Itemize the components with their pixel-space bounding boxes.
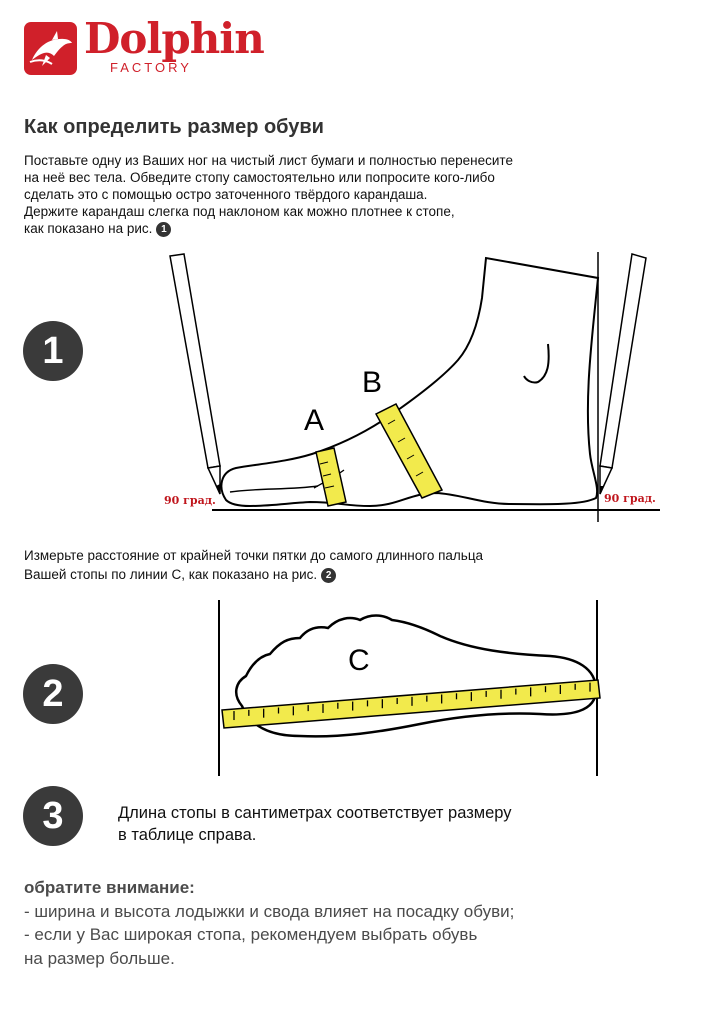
brand-name: Dolphin: [84, 14, 265, 63]
step-1-badge: 1: [23, 321, 83, 381]
step-3-line: в таблице справа.: [118, 826, 257, 844]
figure-ref-badge: 2: [321, 567, 337, 583]
intro-line: Поставьте одну из Ваших ног на чистый ли…: [24, 153, 513, 168]
figure-ref-badge: 1: [156, 221, 172, 237]
pencil-left: [169, 253, 221, 495]
step-2-text: Измерьте расстояние от крайней точки пят…: [24, 546, 624, 584]
step-2-line: Вашей стопы по линии С, как показано на …: [24, 565, 624, 584]
intro-text: Поставьте одну из Ваших ног на чистый ли…: [24, 152, 584, 237]
intro-line: на неё вес тела. Обведите стопу самостоя…: [24, 170, 495, 185]
brand-subtitle: FACTORY: [110, 60, 192, 75]
foot-top-figure: C: [218, 600, 601, 776]
angle-label-left: 90 град.: [164, 494, 216, 507]
step-2-badge: 2: [23, 664, 83, 724]
pencil-right: [599, 253, 647, 495]
dolphin-icon: [24, 22, 77, 75]
angle-label-right: 90 град.: [604, 492, 656, 505]
note-line: - ширина и высота лодыжки и свода влияет…: [24, 901, 515, 921]
intro-line: Держите карандаш слегка под наклоном как…: [24, 204, 455, 219]
note-block: обратите внимание: - ширина и высота лод…: [24, 876, 514, 970]
step-3-text: Длина стопы в сантиметрах соответствует …: [118, 802, 512, 846]
label-a: A: [304, 404, 324, 437]
note-heading: обратите внимание:: [24, 878, 195, 897]
page-title: Как определить размер обуви: [24, 116, 324, 138]
note-line: на размер больше.: [24, 948, 175, 968]
step-2-line: Измерьте расстояние от крайней точки пят…: [24, 548, 484, 563]
tape-b: [374, 403, 444, 499]
intro-line: сделать это с помощью остро заточенного …: [24, 187, 428, 202]
ankle-mark: [523, 343, 550, 384]
brand-logo: Dolphin FACTORY: [24, 14, 324, 82]
intro-line: как показано на рис.1: [24, 220, 584, 237]
tape-a: [315, 447, 347, 507]
label-b: B: [362, 366, 382, 399]
note-line: - если у Вас широкая стопа, рекомендуем …: [24, 925, 478, 944]
label-c: C: [348, 644, 370, 677]
step-3-badge: 3: [23, 786, 83, 846]
tape-c: [221, 679, 601, 729]
step-3-line: Длина стопы в сантиметрах соответствует …: [118, 804, 512, 822]
foot-side-figure: A B 90 град. 90 град.: [164, 252, 660, 522]
